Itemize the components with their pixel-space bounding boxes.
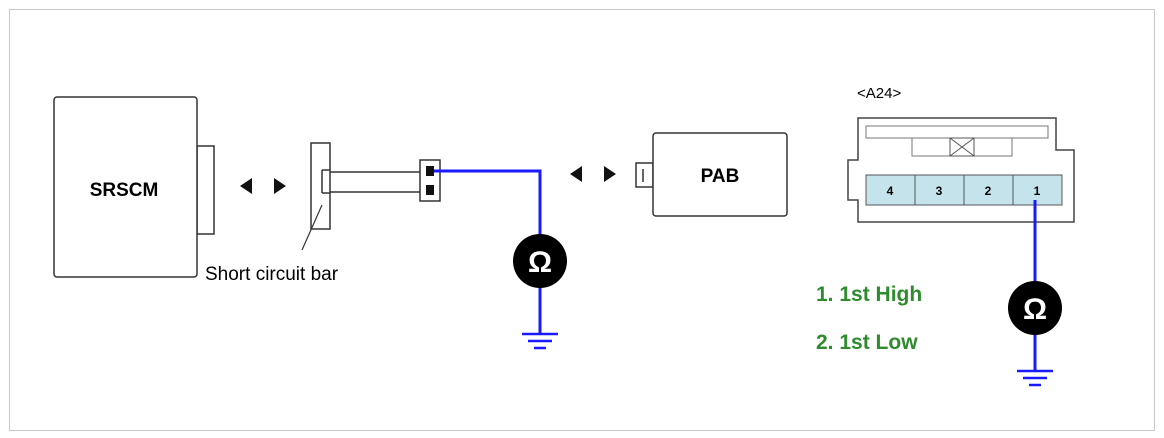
test-connector (419, 159, 441, 202)
legend-item-1st-low: 2. 1st Low (816, 331, 918, 354)
srscm-label: SRSCM (90, 180, 159, 201)
bidirectional-arrow-icon (570, 166, 616, 182)
pab-label: PAB (701, 166, 740, 187)
bidirectional-arrow-icon (240, 178, 286, 194)
legend-item-1st-high: 1. 1st High (816, 283, 922, 306)
short-circuit-bar-label: Short circuit bar (205, 264, 339, 285)
pin-label: 3 (936, 184, 943, 198)
short-circuit-bar: Short circuit bar (205, 142, 422, 285)
a24-connector: 4 3 2 1 (847, 117, 1075, 223)
pin-label: 2 (985, 184, 992, 198)
ground-icon (1017, 369, 1053, 387)
wire-left (434, 169, 542, 235)
ohmmeter-icon: Ω (1008, 281, 1062, 335)
srscm-module: SRSCM (53, 96, 215, 278)
svg-text:Ω: Ω (528, 246, 552, 279)
svg-text:Ω: Ω (1023, 293, 1047, 326)
ground-icon (522, 332, 558, 350)
pin-label: 1 (1034, 184, 1041, 198)
pab-module: PAB (635, 132, 788, 217)
pin-label: 4 (887, 184, 894, 198)
connector-id-label: <A24> (857, 85, 901, 102)
ohmmeter-icon: Ω (513, 234, 567, 288)
diagram-frame (9, 9, 1155, 431)
